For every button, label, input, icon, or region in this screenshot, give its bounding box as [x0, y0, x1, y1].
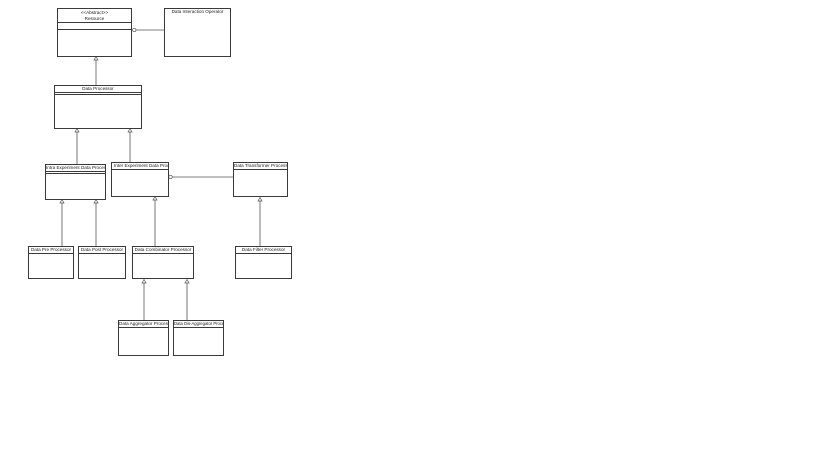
generalization-arrowhead-transformer [257, 196, 263, 202]
generalization-arrowhead-intra-right [93, 198, 99, 204]
class-data-combinator-processor[interactable]: Data Combinator Processor [132, 246, 194, 279]
generalization-arrowhead-inter [152, 195, 158, 201]
class-data-interaction-operator-name: Data Interaction Operator [171, 9, 224, 14]
class-data-filter-processor[interactable]: Data Filter Processor [235, 246, 292, 279]
generalization-arrowhead-combinator-left [141, 278, 147, 284]
class-resource-header: <<Abstract>> Resource [58, 9, 131, 23]
class-resource-attribute-separator [58, 29, 131, 30]
class-data-processor-attribute-separator [55, 94, 141, 95]
class-data-post-processor[interactable]: Data Post Processor [78, 246, 126, 279]
class-data-pre-processor-name: Data Pre Processor [29, 247, 73, 254]
association-end-resource [132, 27, 137, 33]
generalization-arrowhead-combinator-right [184, 278, 190, 284]
class-data-interaction-operator[interactable]: Data Interaction Operator [164, 8, 231, 57]
class-data-aggregator-processor-name: Data Aggregator Processor [119, 321, 168, 328]
association-end-inter [168, 174, 173, 180]
class-resource-stereotype: <<Abstract>> [80, 10, 109, 15]
generalization-arrowhead-data-processor-right [127, 127, 133, 133]
class-resource[interactable]: <<Abstract>> Resource [57, 8, 132, 57]
class-data-processor-name: Data Processor [55, 86, 141, 93]
class-resource-name: Resource [84, 16, 105, 21]
class-data-filter-processor-name: Data Filter Processor [236, 247, 291, 254]
class-intra-experiment-data-processor[interactable]: Intra Experiment Data Processor [45, 164, 106, 200]
class-data-pre-processor[interactable]: Data Pre Processor [28, 246, 74, 279]
generalization-arrowhead-data-processor-left [74, 127, 80, 133]
class-data-dis-aggregator-processor-name: Data Dis-Aggregator Processor [174, 321, 223, 328]
class-intra-experiment-data-processor-name: Intra Experiment Data Processor [46, 165, 105, 172]
class-data-processor[interactable]: Data Processor [54, 85, 142, 129]
class-inter-experiment-data-processor[interactable]: Inter Experiment Data Processor [111, 162, 169, 197]
class-data-post-processor-name: Data Post Processor [79, 247, 125, 254]
class-intra-experiment-data-processor-attribute-separator [46, 173, 105, 174]
class-data-dis-aggregator-processor[interactable]: Data Dis-Aggregator Processor [173, 320, 224, 356]
class-data-transformer-processor-name: Data Transformer Processor [234, 163, 287, 170]
generalization-arrowhead-resource [93, 55, 99, 61]
class-inter-experiment-data-processor-name: Inter Experiment Data Processor [112, 163, 168, 170]
class-data-aggregator-processor[interactable]: Data Aggregator Processor [118, 320, 169, 356]
class-data-transformer-processor[interactable]: Data Transformer Processor [233, 162, 288, 197]
class-data-combinator-processor-name: Data Combinator Processor [133, 247, 193, 254]
generalization-arrowhead-intra-left [59, 198, 65, 204]
